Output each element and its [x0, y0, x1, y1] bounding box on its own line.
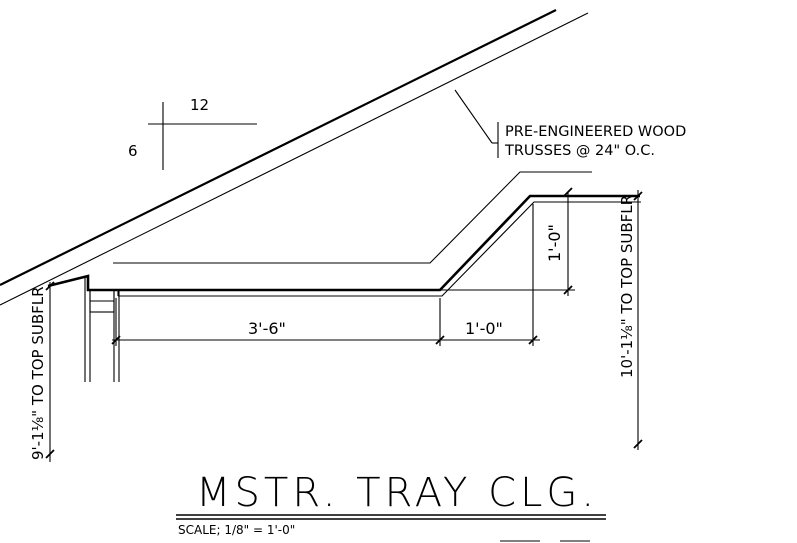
- roof-line-lower: [0, 12, 589, 306]
- note-leader: [454, 89, 499, 158]
- slope-run-label: 12: [190, 96, 209, 114]
- vertical-rise-dimension: [440, 187, 575, 296]
- truss-bottom-outline: [113, 171, 592, 264]
- roof-line-upper: [0, 9, 557, 286]
- wall-section: [84, 278, 120, 382]
- slope-rise-label: 6: [128, 142, 138, 160]
- left-height-dimension: [45, 281, 55, 462]
- dim-3-6-label: 3'-6": [248, 319, 286, 338]
- truss-note-line2: TRUSSES @ 24" O.C.: [504, 143, 655, 159]
- truss-note-line1: PRE-ENGINEERED WOOD: [505, 124, 686, 140]
- tray-ceiling-profile: [47, 194, 641, 297]
- left-height-label: 9'-1⅛" TO TOP SUBFLR: [29, 286, 47, 460]
- slope-indicator: 12 6: [128, 96, 257, 170]
- right-height-label: 10'-1⅛" TO TOP SUBFLR: [618, 195, 636, 378]
- dim-1-0-horizontal-label: 1'-0": [465, 319, 503, 338]
- drawing-scale: SCALE; 1/8" = 1'-0": [178, 523, 295, 537]
- drawing-title: MSTR. TRAY CLG.: [196, 470, 598, 516]
- right-height-dimension: [633, 190, 643, 450]
- dim-1-0-vertical-label: 1'-0": [545, 224, 564, 262]
- horizontal-dimension: [111, 204, 540, 346]
